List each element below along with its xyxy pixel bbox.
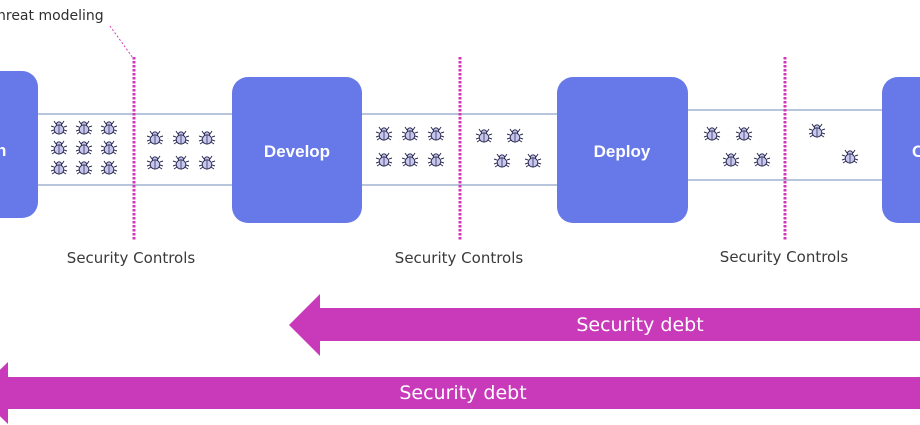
bug-icon: [50, 160, 68, 175]
security-control-label-3: Security Controls: [720, 248, 849, 266]
bug-icon: [493, 153, 511, 168]
arrow-shape: [289, 294, 920, 356]
bug-icon: [375, 152, 393, 167]
bug-icon: [427, 152, 445, 167]
bugs-before-control-2: [375, 126, 445, 167]
bug-icon: [75, 140, 93, 155]
bug-groups: [50, 120, 859, 175]
bug-icon: [75, 160, 93, 175]
stage-label: Deploy: [594, 142, 651, 161]
bug-icon: [524, 153, 542, 168]
stage-deploy: Deploy: [557, 77, 688, 223]
bug-icon: [100, 140, 118, 155]
stage-box: [0, 71, 38, 218]
stage-box: [232, 77, 362, 223]
stages: n Develop Deploy C: [0, 71, 920, 223]
stage-box: [882, 77, 920, 223]
arrow-label: Security debt: [399, 382, 526, 404]
arrow-shape: [0, 362, 920, 424]
bug-icon: [735, 126, 753, 141]
bug-icon: [703, 126, 721, 141]
security-control-label-2: Security Controls: [395, 249, 524, 267]
bug-icon: [375, 126, 393, 141]
bug-icon: [146, 155, 164, 170]
bug-icon: [753, 152, 771, 167]
stage-operate: C: [882, 77, 920, 223]
bug-icon: [427, 126, 445, 141]
stage-box: [557, 77, 688, 223]
stage-develop: Develop: [232, 77, 362, 223]
bug-icon: [172, 155, 190, 170]
bug-icon: [722, 152, 740, 167]
bugs-after-control-3: [808, 123, 859, 164]
stage-label: Develop: [264, 142, 330, 161]
bug-icon: [100, 160, 118, 175]
bug-icon: [401, 126, 419, 141]
bug-icon: [75, 120, 93, 135]
security-debt-arrow-short: Security debt: [289, 294, 920, 356]
bugs-after-control-1: [146, 130, 216, 170]
stage-design: n: [0, 71, 38, 218]
bugs-after-control-2: [475, 128, 542, 168]
bug-icon: [401, 152, 419, 167]
bug-icon: [808, 123, 826, 138]
callout-leader-line: [109, 25, 134, 59]
security-control-label-1: Security Controls: [67, 249, 196, 267]
bug-icon: [172, 130, 190, 145]
bug-icon: [198, 155, 216, 170]
stage-label: n: [0, 141, 6, 160]
bug-icon: [50, 140, 68, 155]
security-debt-arrows: Security debt Security debt: [0, 294, 920, 424]
bug-icon: [475, 128, 493, 143]
threat-modeling-callout: hreat modeling: [0, 8, 134, 59]
security-debt-arrow-long: Security debt: [0, 362, 920, 424]
bugs-before-control-1: [50, 120, 118, 175]
bug-icon: [198, 130, 216, 145]
security-controls: Security Controls Security Controls Secu…: [67, 57, 849, 267]
bug-icon: [100, 120, 118, 135]
bug-icon: [841, 149, 859, 164]
bug-icon: [506, 128, 524, 143]
bug-icon: [146, 130, 164, 145]
stage-label: C: [912, 142, 920, 161]
bug-icon: [50, 120, 68, 135]
arrow-label: Security debt: [576, 314, 703, 336]
bugs-before-control-3: [703, 126, 771, 167]
callout-label: hreat modeling: [0, 8, 104, 24]
